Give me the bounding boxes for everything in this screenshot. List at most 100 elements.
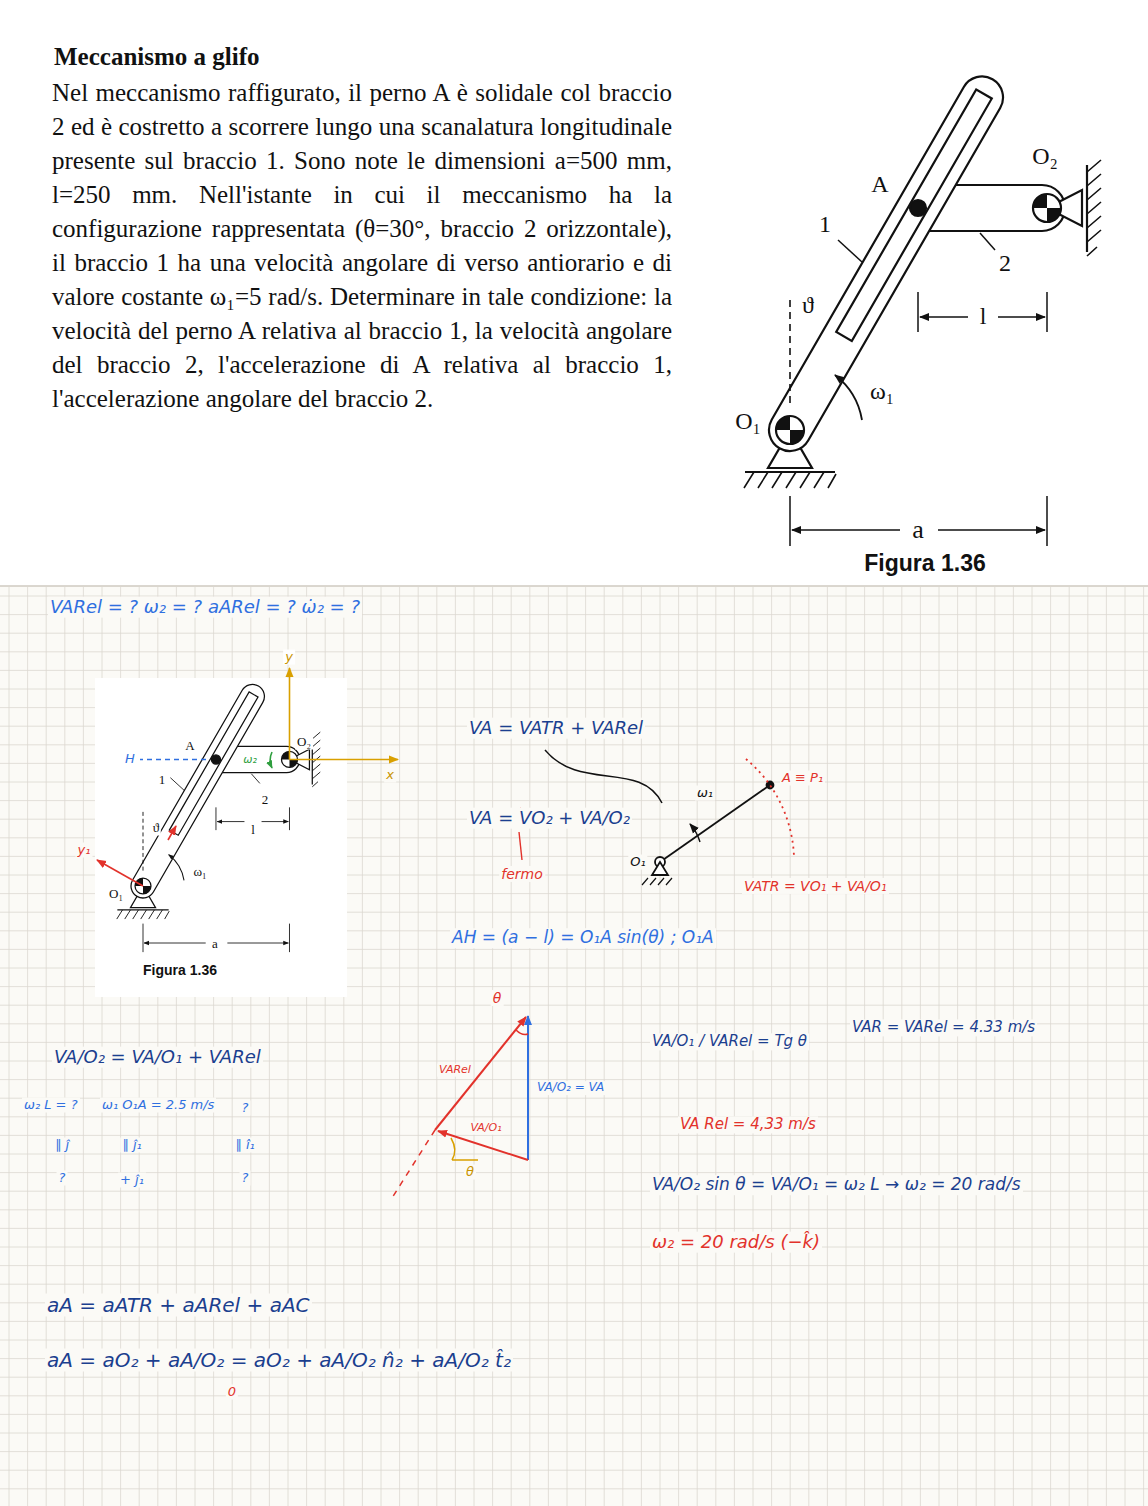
illustration-part	[0, 1042, 1148, 1043]
annotation-label: VA/O₁	[468, 1122, 503, 1135]
annotation-label: VA/O₂ sin θ = VA/O₁ = ω₂ L → ω₂ = 20 rad…	[650, 1175, 1023, 1195]
annotation-label: VARel	[437, 1064, 473, 1077]
illustration-part	[1125, 587, 1126, 1506]
annotation-label: AH = (a − l) = O₁A sin(θ) ; O₁A	[450, 928, 716, 948]
illustration-part	[901, 587, 902, 1506]
illustration-part	[1106, 587, 1107, 1506]
annotation-label: VA = VATR + VARel	[467, 718, 645, 739]
illustration-part	[0, 1135, 1148, 1136]
annotation-label: H	[123, 752, 137, 767]
illustration-part	[0, 1321, 1148, 1322]
illustration-part	[1087, 587, 1088, 1506]
illustration-part	[451, 1138, 478, 1160]
illustration-part	[0, 1172, 1148, 1173]
annotation-label: VATR = VO₁ + VA/O₁	[742, 878, 889, 894]
illustration-part	[0, 586, 1148, 1506]
annotation-label: y₁	[76, 843, 93, 858]
annotation-label: ω₁ O₁A = 2.5 m/s	[100, 1098, 216, 1113]
illustration-part	[1143, 587, 1144, 1506]
annotation-label: a	[210, 937, 220, 952]
illustration-part	[519, 832, 522, 860]
annotation-label: ω₂	[241, 754, 259, 767]
annotation-label: aA = aO₂ + aA/O₂ = aO₂ + aA/O₂ n̂₂ + aA/…	[45, 1349, 513, 1372]
illustration-part	[1013, 587, 1014, 1506]
illustration-part	[0, 1209, 1148, 1210]
illustration-part	[767, 782, 774, 789]
annotation-label: Figura 1.36	[141, 962, 219, 978]
illustration-part	[0, 1079, 1148, 1080]
annotation-label: O₁	[733, 408, 763, 436]
annotation-label: O₁	[107, 887, 125, 902]
illustration-part	[0, 1377, 1148, 1378]
illustration-part	[270, 752, 272, 768]
annotation-label: VA = VO₂ + VA/O₂	[467, 808, 632, 829]
annotation-label: ω₂ L = ?	[22, 1098, 80, 1113]
illustration-part	[0, 633, 1148, 634]
annotation-label: VA Rel = 4,33 m/s	[678, 1116, 818, 1133]
illustration-part	[0, 1284, 1148, 1285]
illustration-part	[0, 1433, 1148, 1434]
illustration-part	[0, 1470, 1148, 1471]
problem-title: Meccanismo a glifo	[52, 43, 262, 72]
illustration-part	[0, 1154, 1148, 1155]
annotation-label: 2	[260, 793, 271, 808]
illustration-part	[0, 1247, 1148, 1248]
illustration-part	[438, 1131, 528, 1160]
annotation-label: ϑ	[800, 292, 816, 320]
annotation-label: l	[249, 823, 257, 838]
illustration-part	[545, 750, 662, 803]
annotation-label: ϑ	[151, 821, 161, 836]
illustration-part	[392, 1130, 435, 1198]
illustration-part	[1032, 587, 1033, 1506]
illustration-part	[0, 1228, 1148, 1229]
illustration-part	[516, 1030, 528, 1035]
annotation-label: ω₁	[868, 378, 896, 406]
annotation-label: A	[183, 739, 196, 754]
illustration-part	[168, 826, 176, 840]
illustration-part	[883, 587, 884, 1506]
annotation-label: ?	[57, 1171, 68, 1186]
illustration-part	[827, 587, 828, 1506]
illustration-part	[994, 587, 995, 1506]
illustration-part	[97, 668, 398, 886]
illustration-part	[846, 587, 847, 1506]
illustration-part	[289, 668, 291, 760]
illustration-part	[27, 587, 28, 1506]
illustration-part	[0, 1116, 1148, 1117]
illustration-part	[864, 587, 865, 1506]
illustration-part	[0, 1265, 1148, 1266]
illustration-part	[0, 651, 1148, 652]
illustration-part	[392, 1016, 528, 1198]
annotation-label: θ	[464, 1165, 476, 1180]
annotation-label: VARel = ? ω₂ = ? aARel = ? ω̇₂ = ?	[48, 597, 362, 618]
annotation-label: 1	[157, 773, 168, 788]
illustration-part	[0, 587, 1148, 1506]
annotation-label: O₂	[295, 735, 313, 750]
illustration-part	[0, 1451, 1148, 1452]
annotation-label: VA/O₂ = VA	[535, 1081, 606, 1095]
annotation-label: O₁	[628, 855, 647, 870]
illustration-part	[642, 878, 672, 885]
illustration-part	[0, 670, 1148, 671]
illustration-part	[939, 587, 940, 1506]
illustration-part	[0, 1340, 1148, 1341]
illustration-part	[0, 1488, 1148, 1489]
illustration-part	[1069, 587, 1070, 1506]
annotation-label: 2	[997, 250, 1013, 278]
annotation-label: y	[283, 650, 295, 665]
illustration-part	[1050, 587, 1051, 1506]
annotation-label: ?	[240, 1171, 251, 1186]
annotation-label: ∥ î₁	[233, 1138, 256, 1153]
annotation-label: 0	[226, 1385, 238, 1400]
illustration-part	[976, 587, 977, 1506]
annotation-label: x	[384, 768, 396, 783]
annotation-label: l	[978, 303, 989, 331]
illustration-part	[97, 860, 143, 886]
illustration-part	[690, 824, 700, 842]
illustration-part	[957, 587, 958, 1506]
illustration-part	[0, 1005, 1148, 1006]
annotation-label: ω₁	[191, 865, 208, 880]
annotation-label: ω₂ = 20 rad/s (−k̂)	[650, 1232, 822, 1253]
annotation-label: VA/O₁ / VARel = Tg θ	[650, 1033, 809, 1050]
annotation-label: A	[869, 171, 890, 199]
